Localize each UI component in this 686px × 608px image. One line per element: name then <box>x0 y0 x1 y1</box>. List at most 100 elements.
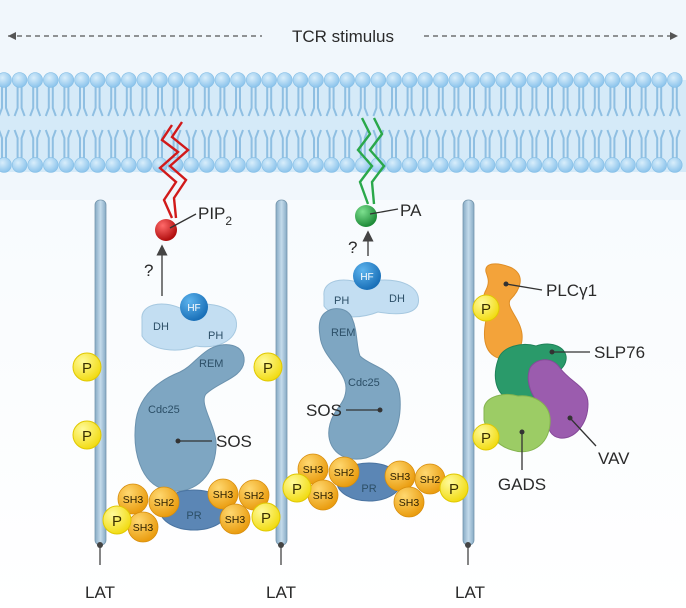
lipid-tail <box>91 129 104 160</box>
lipid-tail <box>590 86 603 117</box>
lipid-tail <box>606 86 619 117</box>
lipid-head <box>261 72 277 88</box>
lipid-head <box>479 157 496 173</box>
lipid-head <box>526 72 543 88</box>
lipid-tail <box>29 129 42 160</box>
lipid-head <box>121 72 137 88</box>
grb2-middle-b: SH3 SH2 SH3 <box>384 460 446 518</box>
lipid-head <box>604 72 621 88</box>
lipid-tail <box>575 86 588 117</box>
lipid-head <box>323 157 340 173</box>
lipid-tail <box>200 129 213 160</box>
lipid-head <box>433 157 449 173</box>
sos-label-left: SOS <box>216 432 252 451</box>
lipid-tail <box>528 129 541 160</box>
sh3-label: SH3 <box>133 522 154 534</box>
dh-ph-domain-middle <box>323 279 419 318</box>
lipid-tail <box>388 86 400 117</box>
lipid-head <box>74 157 90 173</box>
lipid-head <box>417 157 433 173</box>
lipid-tail <box>60 86 73 117</box>
lipid-tail <box>310 86 322 117</box>
lipid-tail <box>637 86 650 117</box>
lipid-head <box>245 157 262 173</box>
lipid-head <box>604 157 621 173</box>
lipid-head <box>0 157 12 173</box>
question-mark-middle: ? <box>348 238 357 257</box>
plc-slp76-complex: PLCγ1 SLP76 VAV GADS <box>483 263 645 494</box>
lipid-tail <box>122 129 135 160</box>
cdc25-label-left: Cdc25 <box>148 404 180 416</box>
lipid-head <box>417 72 433 88</box>
pip2-label: PIP2 <box>198 204 232 228</box>
lipid-tail <box>637 129 650 160</box>
lipid-tail <box>138 86 151 117</box>
lipid-head <box>557 72 574 88</box>
lipid-head <box>464 72 480 88</box>
lipid-tail <box>341 86 354 117</box>
sos-body-middle <box>318 308 401 460</box>
grb2-left-b: SH3 SH2 SH3 <box>207 478 270 535</box>
lipid-tail <box>622 86 634 117</box>
phospho-site: P <box>253 352 283 382</box>
lipid-tail <box>294 86 307 117</box>
lipid-head <box>433 72 449 88</box>
svg-text:P: P <box>263 360 273 377</box>
lipid-head <box>401 72 418 88</box>
lipid-head <box>386 157 402 173</box>
lipid-tail <box>154 86 166 117</box>
lipid-tail <box>325 86 338 117</box>
lipid-head <box>448 157 465 173</box>
lipid-tail <box>60 129 73 160</box>
lipid-head <box>199 157 215 173</box>
cdc25-label-middle: Cdc25 <box>348 377 380 389</box>
pr-label-middle: PR <box>361 483 376 495</box>
lipid-tail <box>403 86 416 117</box>
lipid-head <box>152 72 168 88</box>
lipid-head <box>136 157 153 173</box>
lipid-head <box>292 72 309 88</box>
lipid-tail <box>13 129 26 160</box>
svg-text:P: P <box>261 510 271 527</box>
lipid-head <box>635 72 652 88</box>
pr-label-left: PR <box>186 510 201 522</box>
lipid-head <box>167 72 184 88</box>
phospho-site: P <box>72 352 102 382</box>
lipid-tail <box>606 129 619 160</box>
lipid-tail <box>481 86 494 117</box>
lipid-head <box>89 72 106 88</box>
lipid-tail <box>138 129 151 160</box>
pa-label: PA <box>400 201 422 220</box>
lipid-tail <box>466 129 478 160</box>
sh2-label: SH2 <box>334 467 355 479</box>
lipid-tail <box>622 129 634 160</box>
lipid-head <box>214 157 231 173</box>
lipid-head <box>74 72 90 88</box>
phosphorylation-sites: P P P P P P P P P <box>72 294 500 535</box>
lipid-tail <box>310 129 322 160</box>
sh3-label: SH3 <box>123 494 144 506</box>
lipid-tail <box>247 86 260 117</box>
lipid-head <box>136 72 153 88</box>
sh3-label: SH3 <box>390 471 411 483</box>
ph-label-middle: PH <box>334 295 349 307</box>
lipid-head <box>89 157 106 173</box>
lipid-tail <box>247 129 260 160</box>
lipid-tail <box>419 129 432 160</box>
lipid-head <box>292 157 309 173</box>
lipid-head <box>0 72 12 88</box>
pa-lipid: PA <box>355 117 422 227</box>
svg-text:P: P <box>292 481 302 498</box>
lipid-head <box>542 157 558 173</box>
pip2-lipid: PIP2 <box>155 121 232 241</box>
lipid-tail <box>388 129 400 160</box>
lipid-head <box>464 157 480 173</box>
lipid-head <box>308 72 324 88</box>
lipid-tail <box>668 129 681 160</box>
lipid-tail <box>263 129 276 160</box>
rem-label-middle: REM <box>331 327 355 339</box>
sh2-label: SH2 <box>154 497 175 509</box>
dh-ph-domain-left <box>141 303 237 351</box>
